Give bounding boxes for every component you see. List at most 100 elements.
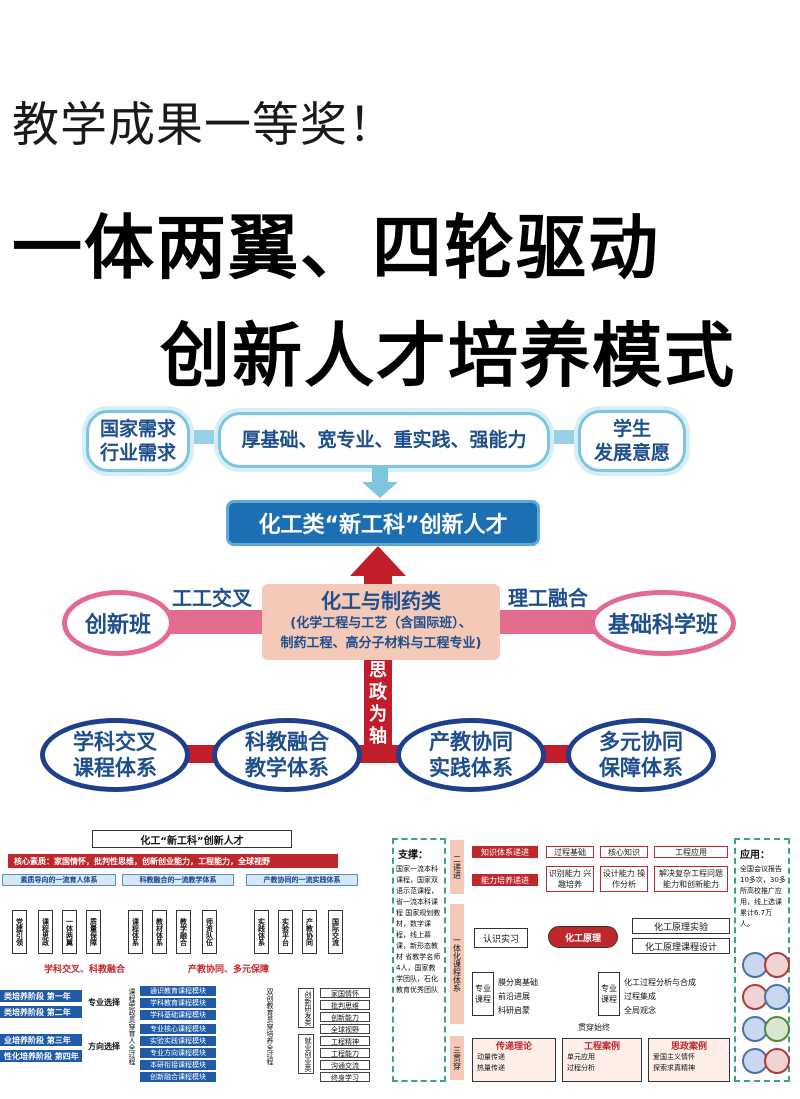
lp-g3-1: 实验平台	[278, 910, 293, 954]
lp-stage-1: 类培养阶段 第一年	[0, 990, 82, 1002]
lp-course-4: 实验实践课程模块	[140, 1036, 216, 1046]
student-will-line1: 学生	[612, 418, 651, 440]
lp-rcol-b-6: 沟通交流	[320, 1060, 370, 1070]
rp-node-core: 化工原理	[548, 926, 618, 948]
rp-course-a-1: 前沿进展	[498, 992, 530, 1001]
national-needs-line2: 行业需求	[99, 442, 176, 464]
lp-pink-left: 学科交叉、科教融合	[44, 965, 126, 975]
lp-rcol-b-0: 家国情怀	[320, 988, 370, 998]
lp-section-2: 科教融合的一流教学体系	[122, 874, 234, 886]
rp-bottom-box-2: 工程案例 单元应用 过程分析	[562, 1038, 642, 1082]
lp-rcol-b-7: 终身学习	[320, 1072, 370, 1082]
rp-course-a-label: 专业课程	[472, 972, 494, 1016]
foundation-box: 厚基础、宽专业、重实践、强能力	[218, 412, 550, 468]
lp-course-6: 本研衔接课程模块	[140, 1060, 216, 1070]
wheel-practice-line2: 实践体系	[429, 756, 513, 780]
university-logo-4	[764, 984, 790, 1010]
lp-g1-0: 党建引领	[12, 910, 27, 954]
student-will-line2: 发展意愿	[593, 442, 670, 464]
rp-b2-l0: 单元应用	[567, 1053, 595, 1061]
rp-b2-l1: 过程分析	[567, 1064, 595, 1072]
lp-vnote-1: 课程思政贯穿育人全过程	[128, 988, 136, 1065]
rp-b2-title: 工程案例	[583, 1042, 620, 1052]
bridge-right	[550, 430, 580, 444]
university-logo-6	[764, 1016, 790, 1042]
wheel-practice-line1: 产教协同	[429, 730, 513, 754]
rp-course-a-2: 科研启蒙	[498, 1006, 530, 1015]
chem-pharma-title: 化工与制药类	[321, 589, 441, 613]
university-logo-8	[764, 1048, 790, 1074]
down-arrow-icon	[362, 468, 398, 498]
rp-course-b-2: 全局观念	[624, 1006, 656, 1015]
rp-k-2: 工程应用	[654, 846, 728, 858]
wheel-curriculum-line2: 课程体系	[73, 756, 157, 780]
rp-b3-l0: 爱国主义情怀	[653, 1053, 695, 1061]
lp-pink-right: 产教协同、多元保障	[188, 965, 270, 975]
lp-stage-4: 性化培养阶段 第四年	[0, 1050, 82, 1062]
title-line-2: 创新人才培养模式	[160, 315, 736, 397]
wheel-teaching: 科教融合 教学体系	[212, 718, 362, 792]
lp-g3-3: 国际交流	[328, 910, 343, 954]
lp-g1-3: 质量保障	[86, 910, 101, 954]
innovation-class-oval: 创新班	[62, 590, 174, 656]
lp-choice-1: 专业选择	[88, 998, 120, 1007]
lp-section-1: 素质导向的一流育人体系	[2, 874, 116, 886]
student-will-box: 学生 发展意愿	[578, 410, 686, 472]
axis-label: 思政为轴	[369, 660, 387, 747]
national-needs-box: 国家需求 行业需求	[86, 410, 190, 472]
right-wing-bar	[500, 610, 600, 634]
lp-g1-2: 一体两翼	[62, 910, 77, 954]
rp-track-3: 三贯穿	[450, 1036, 464, 1080]
rp-a-1: 设计能力 操作分析	[600, 866, 648, 892]
rp-node-practice: 认识实习	[474, 928, 528, 948]
lp-course-7: 创新融合课程模块	[140, 1072, 216, 1082]
rp-course-a: 膜分离基础 前沿进展 科研启蒙	[498, 976, 588, 1018]
lp-rcol-b-3: 全球视野	[320, 1024, 370, 1034]
rp-node-design: 化工原理课程设计	[632, 938, 730, 954]
left-wing-bar	[168, 610, 264, 634]
rp-red-tag-1: 知识体系递进	[472, 846, 538, 858]
lp-rcol-b-1: 批判思维	[320, 1000, 370, 1010]
national-needs-line1: 国家需求	[99, 418, 176, 440]
rp-k-0: 过程基础	[546, 846, 594, 858]
right-panel: 支撑： 国家一流本科课程，国家双语示范课程，省一流本科课程 国家规划教材，数字课…	[388, 832, 798, 1094]
lp-g3-2: 产教协同	[302, 910, 317, 954]
basic-science-label: 基础科学班	[607, 613, 718, 638]
rp-bottom-box-3: 思政案例 爱国主义情怀 探索求真精神	[648, 1038, 730, 1082]
right-wing-link: 理工融合	[508, 586, 588, 610]
lp-course-5: 专业方向课程模块	[140, 1048, 216, 1058]
lp-vnote-2: 双创教育贯穿培养全过程	[266, 988, 274, 1065]
core-goal-box: 化工类“新工科”创新人才	[226, 500, 540, 546]
basic-science-oval: 基础科学班	[590, 590, 736, 656]
wheel-teaching-line1: 科教融合	[245, 730, 329, 754]
lp-g3-0: 实践体系	[254, 910, 269, 954]
wheel-teaching-line2: 教学体系	[245, 756, 329, 780]
rp-a-0: 识别能力 兴趣培养	[546, 866, 594, 892]
bridge-left	[188, 430, 218, 444]
wheel-support: 多元协同 保障体系	[566, 718, 716, 792]
rp-support-title: 支撑：	[398, 850, 428, 861]
rp-b3-title: 思政案例	[670, 1042, 707, 1052]
lp-stage-2: 类培养阶段 第二年	[0, 1006, 82, 1018]
left-wing-link: 工工交叉	[172, 586, 252, 610]
lp-stage-3: 业培养阶段 第三年	[0, 1034, 82, 1046]
rp-support-frame	[392, 838, 446, 1082]
lp-rcol-a-1: 就业创业类	[298, 1034, 314, 1074]
lp-core: 核心素质：家国情怀，批判性思维，创新创业能力，工程能力，全球视野	[8, 854, 338, 868]
lp-g2-3: 师资队伍	[202, 910, 217, 954]
rp-b1-l0: 动量传递	[477, 1053, 505, 1061]
rp-through: 贯穿始终	[578, 1023, 610, 1032]
left-panel: 化工“新工科”创新人才 核心素质：家国情怀，批判性思维，创新创业能力，工程能力，…	[0, 828, 384, 1094]
wheel-support-line1: 多元协同	[599, 730, 683, 754]
rp-support-text: 国家一流本科课程，国家双语示范课程，省一流本科课程 国家规划教材，数字课程，线上…	[396, 865, 441, 994]
rp-course-b-1: 过程集成	[624, 992, 656, 1001]
title-line-1: 一体两翼、四轮驱动	[12, 207, 660, 289]
rp-course-a-0: 膜分离基础	[498, 978, 538, 987]
rp-node-lab: 化工原理实验	[632, 918, 730, 934]
rp-bottom-box-1: 传递理论 动量传递 热量传递	[472, 1038, 556, 1082]
lp-g2-0: 课程体系	[128, 910, 143, 954]
wheel-support-line2: 保障体系	[599, 756, 683, 780]
chem-pharma-box: 化工与制药类 (化学工程与工艺（含国际班）、 制药工程、高分子材料与工程专业)	[262, 584, 500, 660]
rp-track-2: 一体化课程体系	[450, 904, 464, 1024]
wheel-practice: 产教协同 实践体系	[396, 718, 546, 792]
